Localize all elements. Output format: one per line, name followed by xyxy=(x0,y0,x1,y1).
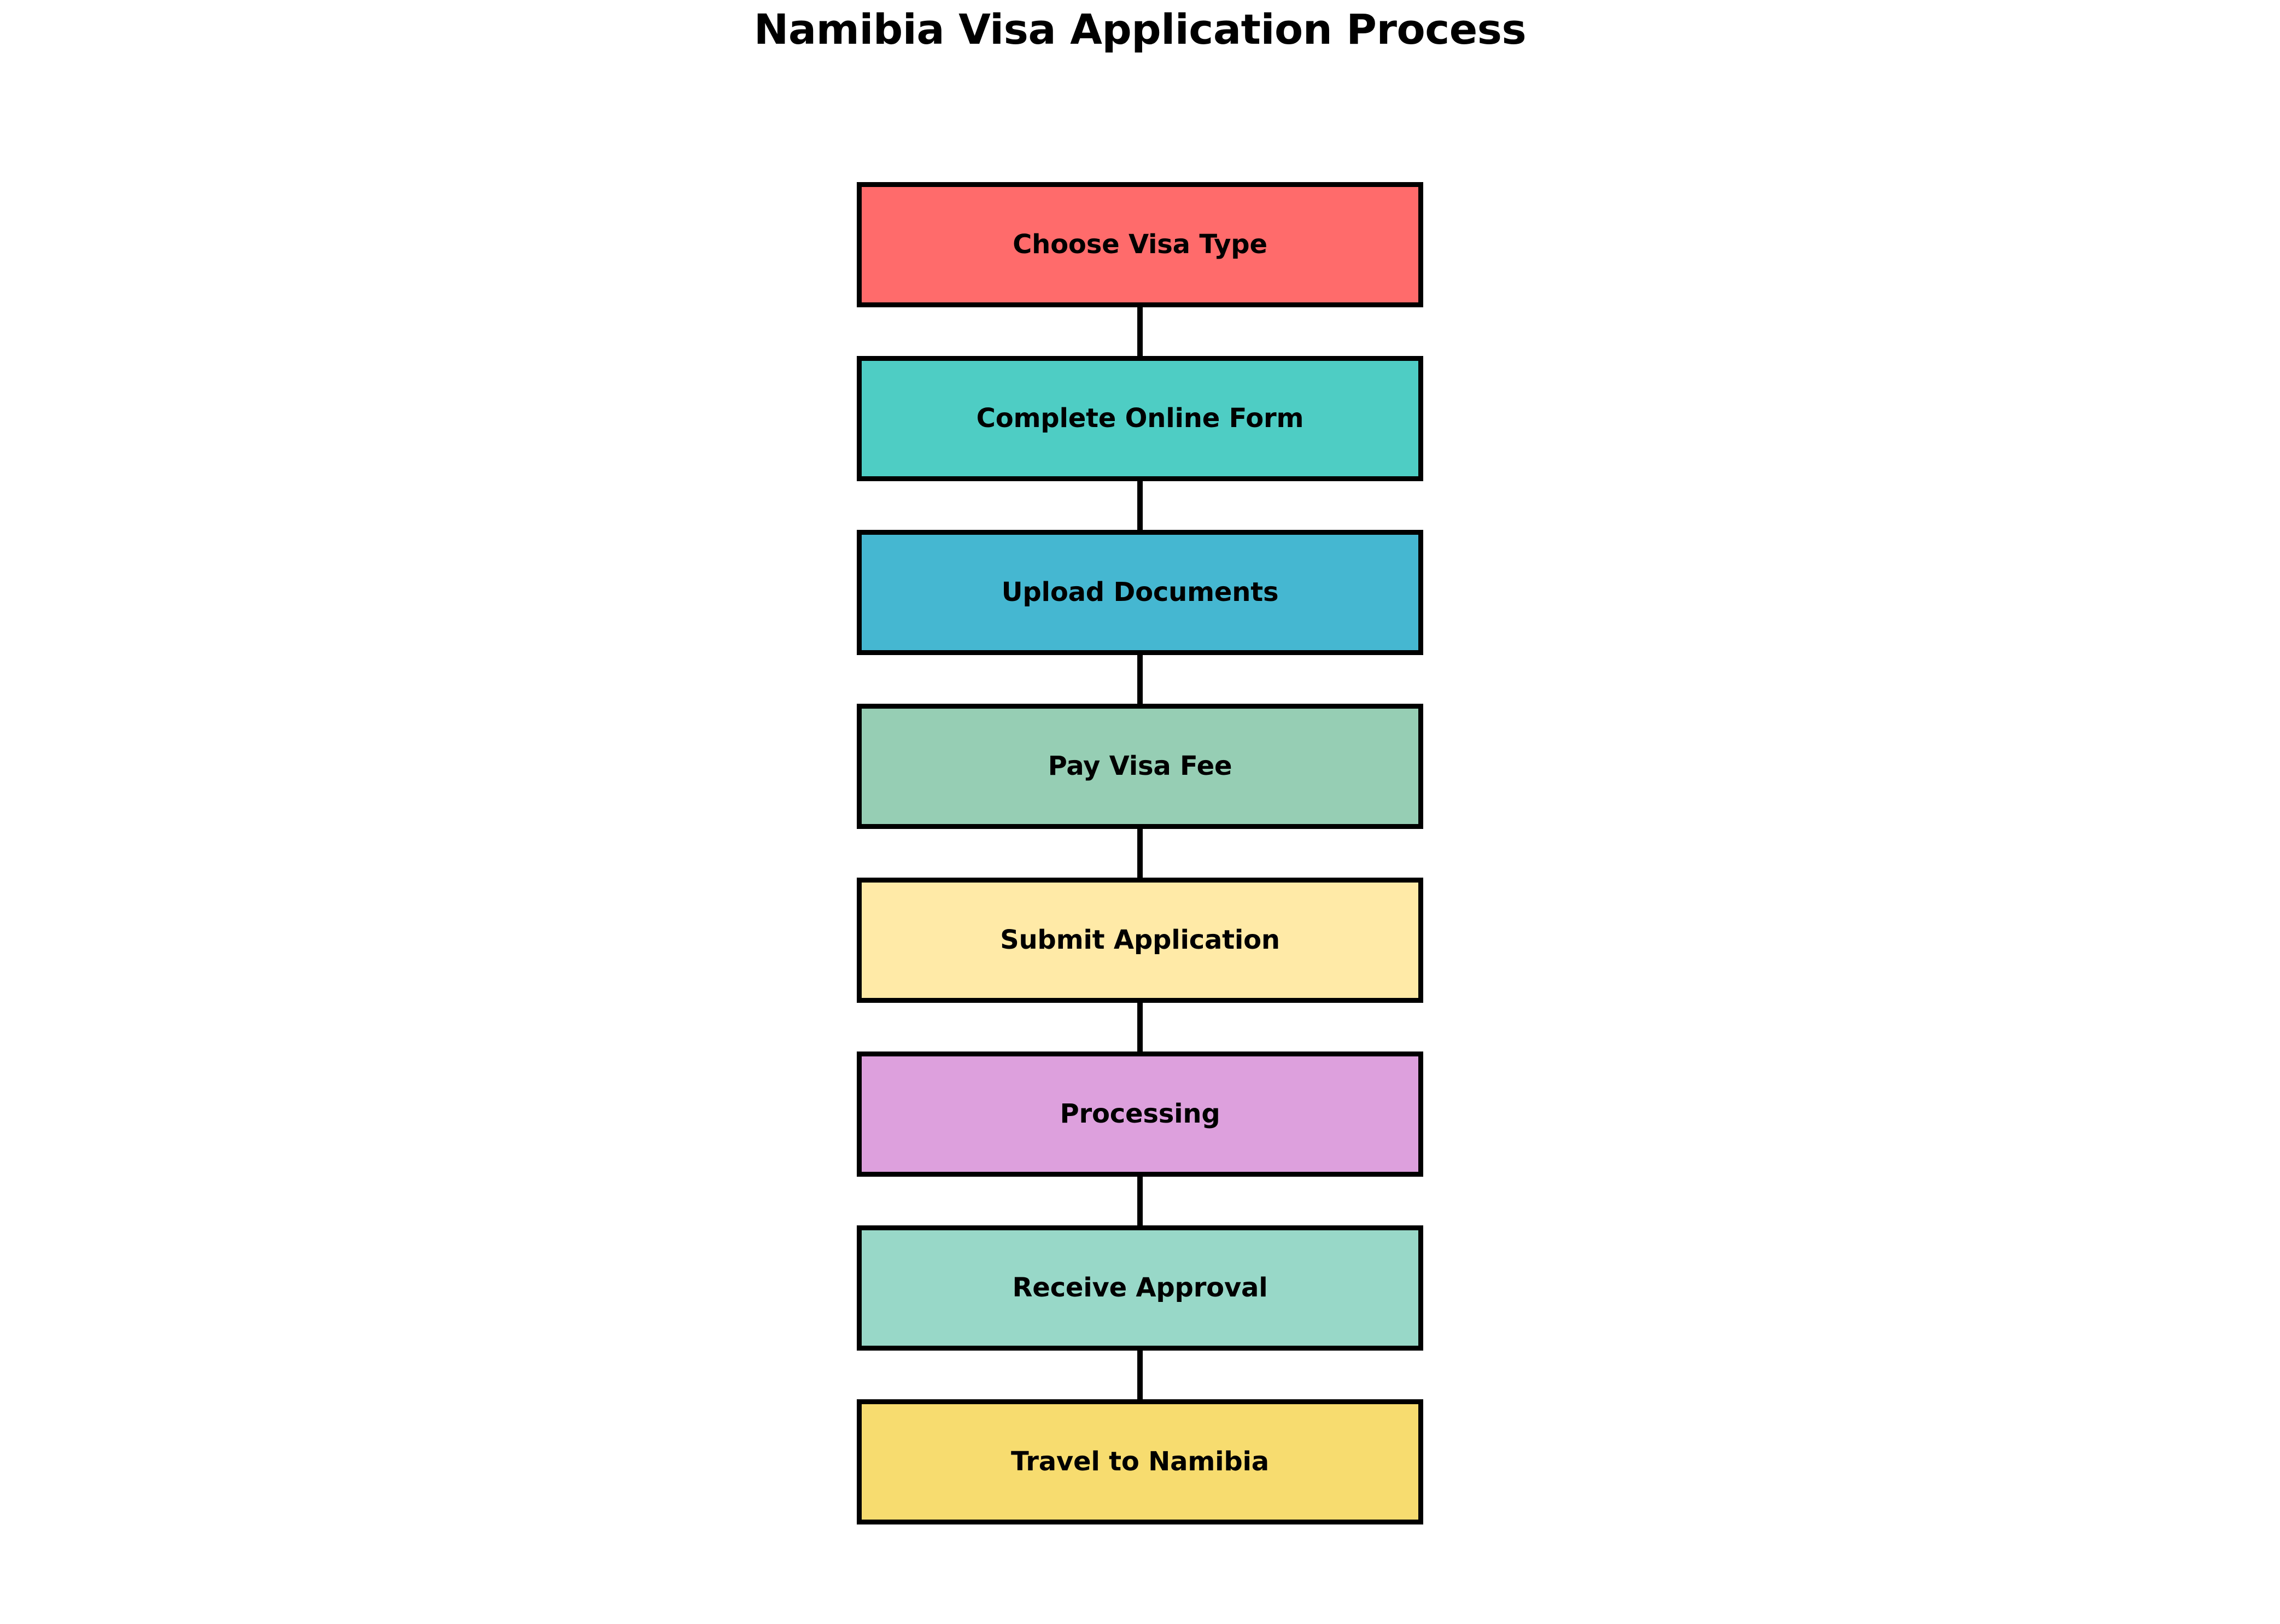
flow-connector-1-2 xyxy=(857,307,1423,356)
connector-line-icon xyxy=(1137,1351,1143,1399)
flow-node-label: Submit Application xyxy=(1000,925,1280,956)
connector-line-icon xyxy=(1137,655,1143,704)
flow-connector-2-3 xyxy=(857,481,1423,530)
flow-connector-5-6 xyxy=(857,1003,1423,1051)
flow-node-2[interactable]: Complete Online Form xyxy=(857,356,1423,481)
flow-node-label: Complete Online Form xyxy=(976,403,1304,434)
flow-node-4[interactable]: Pay Visa Fee xyxy=(857,704,1423,829)
flow-connector-3-4 xyxy=(857,655,1423,704)
connector-line-icon xyxy=(1137,307,1143,356)
connector-line-icon xyxy=(1137,1177,1143,1225)
flowchart-step-stack: Choose Visa Type Complete Online Form Up… xyxy=(857,182,1423,1524)
flow-connector-4-5 xyxy=(857,829,1423,878)
flow-node-label: Receive Approval xyxy=(1012,1272,1268,1304)
flow-node-5[interactable]: Submit Application xyxy=(857,878,1423,1003)
flow-node-3[interactable]: Upload Documents xyxy=(857,530,1423,655)
flow-node-label: Travel to Namibia xyxy=(1010,1446,1269,1477)
flow-node-1[interactable]: Choose Visa Type xyxy=(857,182,1423,307)
flow-connector-7-8 xyxy=(857,1351,1423,1399)
connector-line-icon xyxy=(1137,1003,1143,1051)
page-title: Namibia Visa Application Process xyxy=(753,5,1527,54)
connector-line-icon xyxy=(1137,481,1143,530)
flow-node-7[interactable]: Receive Approval xyxy=(857,1225,1423,1351)
flow-node-8[interactable]: Travel to Namibia xyxy=(857,1399,1423,1524)
connector-line-icon xyxy=(1137,829,1143,878)
flow-node-6[interactable]: Processing xyxy=(857,1051,1423,1177)
flow-node-label: Processing xyxy=(1060,1099,1220,1130)
flow-connector-6-7 xyxy=(857,1177,1423,1225)
flow-node-label: Choose Visa Type xyxy=(1013,229,1267,260)
flow-node-label: Pay Visa Fee xyxy=(1048,751,1232,782)
flow-node-label: Upload Documents xyxy=(1001,577,1279,608)
